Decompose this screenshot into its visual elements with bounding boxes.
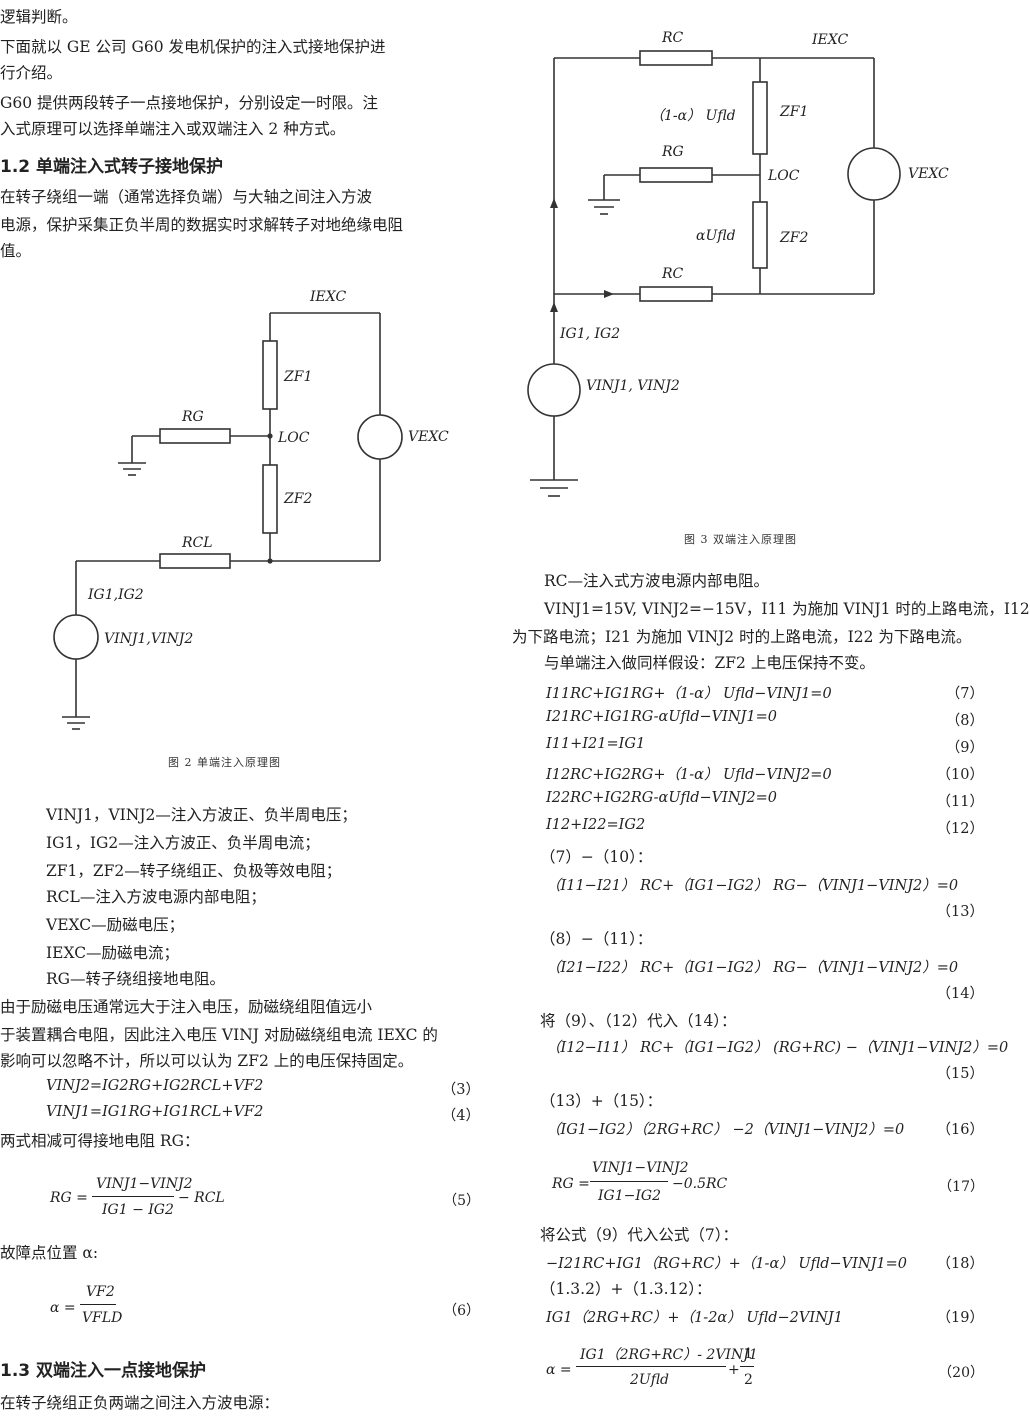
label-ufld-2: αUfld [696, 228, 736, 244]
step-label: （7）−（10）： [540, 848, 653, 866]
label-rg: RG [661, 144, 684, 160]
paragraph-line: 值。 [0, 242, 32, 260]
label-iexc: IEXC [309, 289, 346, 305]
label-rc-bot: RC [661, 266, 684, 282]
definition-line: VINJ1，VINJ2—注入方波正、负半周电压； [46, 806, 357, 824]
label-ig: IG1, IG2 [559, 326, 620, 342]
label-rcl: RCL [181, 535, 213, 551]
paragraph-line: VINJ1=15V, VINJ2=−15V，I11 为施加 VINJ1 时的上路… [544, 600, 1030, 618]
definition-line: IG1，IG2—注入方波正、负半周电流； [46, 834, 320, 852]
paragraph-line: 与单端注入做同样假设：ZF2 上电压保持不变。 [544, 654, 875, 672]
definition-line: ZF1，ZF2—转子绕组正、负极等效电阻； [46, 862, 342, 880]
step-label: （13）+（15）： [540, 1092, 663, 1110]
label-vinj: VINJ1, VINJ2 [586, 378, 680, 394]
paragraph-line: RC—注入式方波电源内部电阻。 [544, 572, 770, 590]
definition-line: VEXC—励磁电压； [46, 916, 185, 934]
section-heading: 1.3 双端注入一点接地保护 [0, 1361, 207, 1381]
label-zf1: ZF1 [283, 369, 312, 385]
paragraph-line: G60 提供两段转子一点接地保护，分别设定一时限。注 [0, 94, 379, 112]
paragraph-line: 由于励磁电压通常远大于注入电压，励磁绕组阻值远小 [0, 998, 373, 1016]
label-vexc: VEXC [908, 166, 949, 182]
definition-line: RG—转子绕组接地电阻。 [46, 970, 226, 988]
paragraph-line: 在转子绕组正负两端之间注入方波电源： [0, 1394, 280, 1412]
paragraph-line: 为下路电流；I21 为施加 VINJ2 时的上路电流，I22 为下路电流。 [512, 628, 972, 646]
paragraph-line: 两式相减可得接地电阻 RG： [0, 1132, 200, 1150]
step-label: 将（9）、（12）代入（14）： [540, 1012, 737, 1030]
paragraph-line: 于装置耦合电阻，因此注入电压 VINJ 对励磁绕组电流 IEXC 的 [0, 1026, 438, 1044]
label-iexc: IEXC [811, 32, 848, 48]
label-rg: RG [181, 409, 204, 425]
paragraph-line: 故障点位置 α: [0, 1244, 99, 1262]
figure-3-caption: 图 3 双端注入原理图 [684, 533, 797, 546]
label-loc: LOC [767, 168, 800, 184]
paragraph-line: 入式原理可以选择单端注入或双端注入 2 种方式。 [0, 120, 346, 138]
label-zf1: ZF1 [779, 104, 808, 120]
label-loc: LOC [277, 430, 310, 446]
label-zf2: ZF2 [283, 491, 312, 507]
label-vexc: VEXC [408, 429, 449, 445]
label-rc-top: RC [661, 30, 684, 46]
figure-2-caption: 图 2 单端注入原理图 [168, 756, 281, 769]
step-label: （1.3.2）+（1.3.12）： [540, 1280, 712, 1298]
definition-line: IEXC—励磁电流； [46, 944, 180, 962]
figure-3-circuit: RC IEXC （1-α） Ufld ZF1 RG LOC VEXC αUfld… [527, 30, 949, 497]
step-label: （8）−（11）： [540, 930, 653, 948]
figure-2-circuit: IEXC ZF1 RG LOC VEXC ZF2 RCL IG1,IG2 VIN… [53, 289, 449, 730]
paragraph-line: 逻辑判断。 [0, 8, 78, 26]
paragraph-line: 在转子绕组一端（通常选择负端）与大轴之间注入方波 [0, 188, 373, 206]
step-label: 将公式（9）代入公式（7）： [540, 1226, 738, 1244]
label-zf2: ZF2 [779, 230, 808, 246]
label-vinj: VINJ1,VINJ2 [104, 631, 193, 647]
label-ufld-1: （1-α） Ufld [650, 108, 736, 124]
label-ig: IG1,IG2 [87, 587, 144, 603]
paragraph-line: 影响可以忽略不计，所以可以认为 ZF2 上的电压保持固定。 [0, 1052, 414, 1070]
paragraph-line: 行介绍。 [0, 64, 63, 82]
section-heading: 1.2 单端注入式转子接地保护 [0, 157, 224, 177]
paragraph-line: 电源，保护采集正负半周的数据实时求解转子对地绝缘电阻 [0, 216, 404, 234]
paragraph-line: 下面就以 GE 公司 G60 发电机保护的注入式接地保护进 [0, 38, 386, 56]
definition-line: RCL—注入方波电源内部电阻； [46, 888, 266, 906]
